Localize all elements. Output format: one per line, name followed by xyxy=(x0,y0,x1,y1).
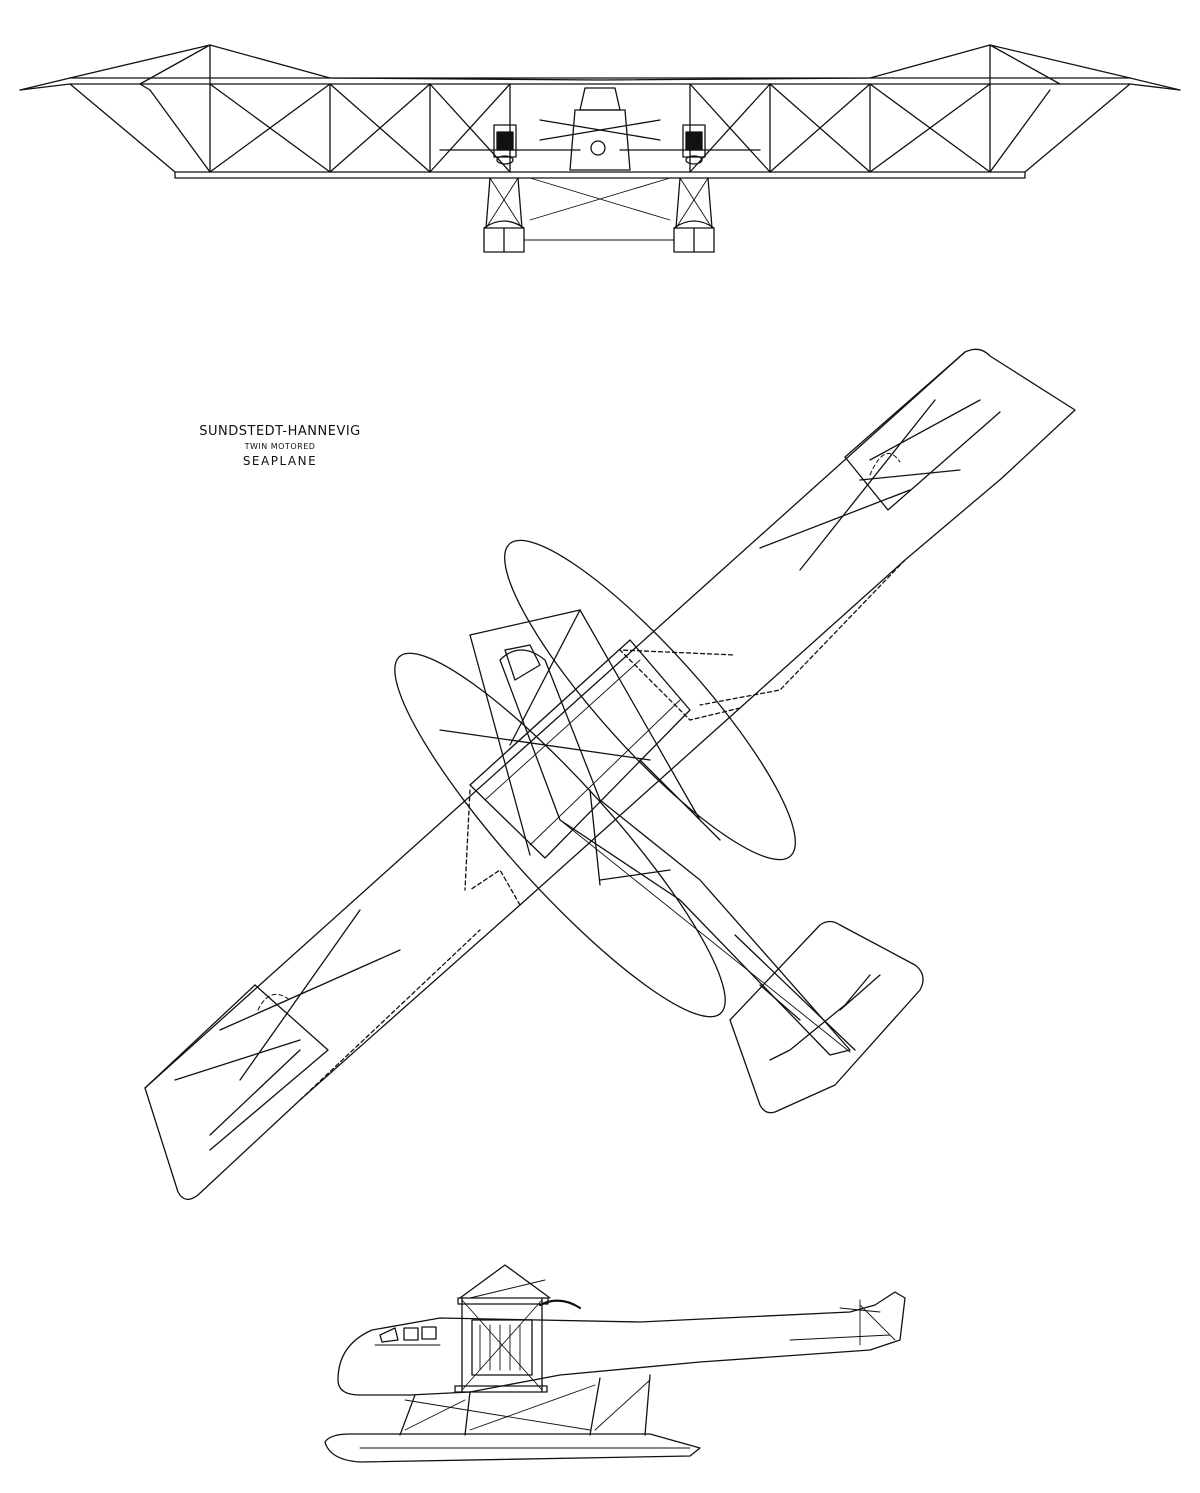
plan-aileron-right xyxy=(844,351,1001,511)
plan-fuselage xyxy=(499,649,851,1056)
plan-float-right xyxy=(504,539,796,861)
side-fuselage xyxy=(337,1291,906,1396)
side-engine xyxy=(471,1299,582,1376)
side-wing-cellule xyxy=(454,1264,551,1393)
front-float-right xyxy=(673,177,715,253)
plan-center-section xyxy=(469,639,691,859)
front-struts xyxy=(139,44,991,173)
plan-wing-rigging xyxy=(174,399,981,1136)
plan-tailplane xyxy=(729,920,924,1114)
front-engine-left xyxy=(439,124,581,165)
front-view xyxy=(19,44,1181,253)
front-fuselage xyxy=(539,87,661,171)
plan-wing xyxy=(144,348,1076,1200)
side-float xyxy=(324,1433,701,1463)
title-block: SUNDSTEDT-HANNEVIG TWIN MOTORED SEAPLANE xyxy=(180,424,380,469)
plan-view xyxy=(144,348,1076,1200)
plan-float-bracing xyxy=(439,609,721,886)
side-tail xyxy=(789,1299,896,1346)
title-line-3: SEAPLANE xyxy=(242,454,318,469)
front-upper-wing xyxy=(19,44,1181,91)
plan-float-left xyxy=(394,652,726,1018)
side-view xyxy=(324,1264,906,1463)
side-cockpit xyxy=(374,1326,441,1346)
front-lower-wing xyxy=(174,171,1026,179)
front-float-left xyxy=(483,177,525,253)
plan-tail-detail xyxy=(734,934,881,1061)
title-line-1: SUNDSTEDT-HANNEVIG xyxy=(199,424,361,439)
plan-aileron-left xyxy=(144,984,329,1151)
front-bracing xyxy=(69,44,1131,173)
title-line-2: TWIN MOTORED xyxy=(244,441,316,451)
side-float-struts xyxy=(399,1374,651,1436)
front-engine-right xyxy=(619,124,761,165)
